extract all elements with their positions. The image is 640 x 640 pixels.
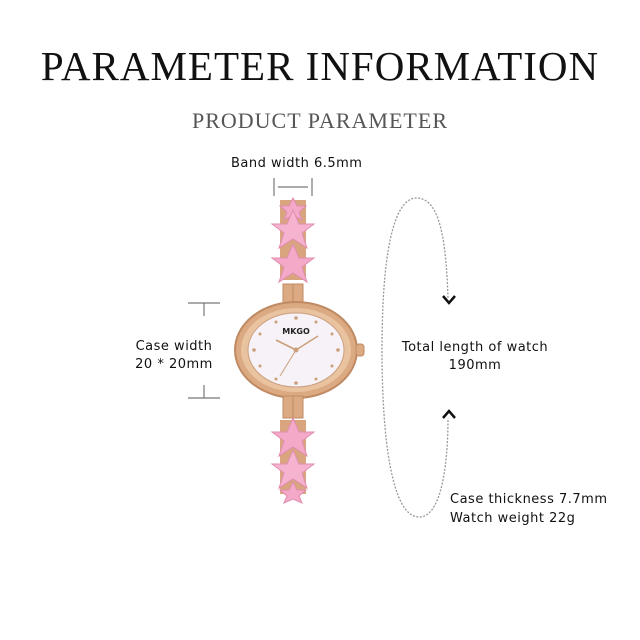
case-width-marker-icon [188,302,220,399]
star-gem-icon [270,242,316,284]
total-length-label: Total length of watch 190mm [390,339,560,375]
brand-logo: MKGO [282,327,310,336]
band-width-label: Band width 6.5mm [231,156,363,171]
length-loop [381,197,449,518]
star-gem-icon [270,416,316,458]
star-gem-icon [270,448,316,490]
chevron-down-icon [442,295,456,305]
band-width-marker-icon [273,178,313,196]
star-gem-icon [270,208,316,250]
case-width-label: Case width 20 * 20mm [124,338,224,374]
crown-icon [355,343,365,357]
watch-weight-label: Watch weight 22g [450,511,576,526]
case-width-value: 20 * 20mm [135,357,213,372]
case-thickness-label: Case thickness 7.7mm [450,492,608,507]
page-subtitle: PRODUCT PARAMETER [191,108,448,133]
page-title: PARAMETER INFORMATION [40,43,600,89]
watch-case: MKGO [234,301,365,399]
total-length-value: 190mm [448,358,502,373]
star-gem-icon [278,480,308,504]
chevron-up-icon [442,409,456,419]
lower-band [270,395,316,504]
case-width-title: Case width [135,339,213,354]
total-length-title: Total length of watch [401,340,549,355]
upper-band [270,196,316,305]
